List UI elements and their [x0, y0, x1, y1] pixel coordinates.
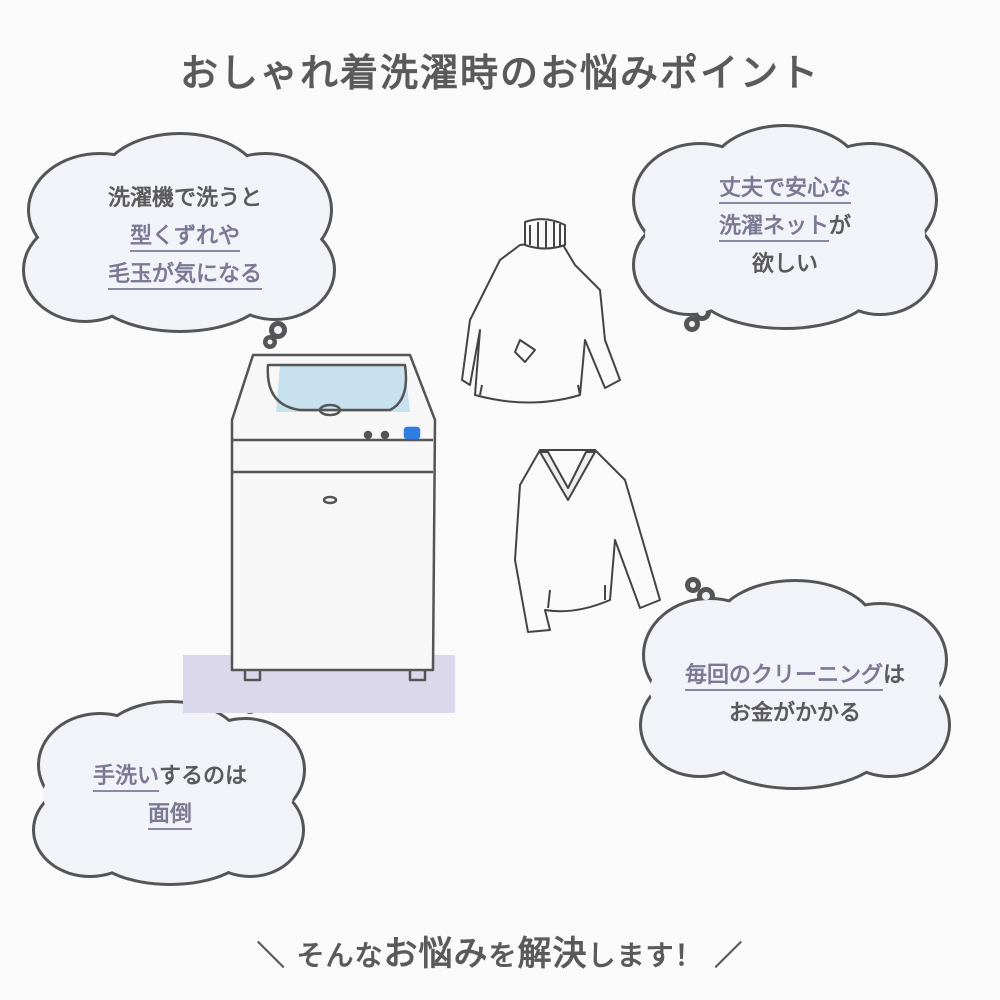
highlighted-text: 手洗い	[92, 764, 159, 792]
v-neck-sweater-illustration	[514, 449, 661, 633]
highlighted-text: 丈夫で安心な	[718, 176, 851, 204]
bubble-text: するのは	[159, 764, 248, 789]
bubble-top-right-text: 丈夫で安心な 洗濯ネットが 欲しい	[660, 170, 910, 284]
bubble-text-line: お金がかかる	[728, 701, 861, 726]
highlighted-text: 面倒	[147, 802, 192, 830]
cloud-top-left	[22, 132, 336, 349]
cloud-bottom-right	[639, 577, 951, 790]
washing-machine	[183, 353, 455, 713]
highlighted-text: 毎回のクリーニング	[684, 663, 883, 691]
highlighted-text: 型くずれや	[129, 224, 240, 252]
bubble-text: は	[883, 663, 906, 688]
power-button	[403, 426, 421, 440]
footer-message: ＼ そんなお悩みを解決します！ ／	[0, 926, 1000, 975]
bubble-text: が	[829, 214, 852, 239]
bubble-text-line: 欲しい	[751, 252, 818, 277]
footer-emphasis: お悩み	[383, 934, 489, 974]
highlighted-text: 洗濯ネット	[718, 214, 829, 242]
cloud-top-right	[632, 124, 938, 332]
bubble-text-line: 洗濯機で洗うと	[107, 186, 262, 211]
bubble-bottom-left-text: 手洗いするのは 面倒	[45, 758, 295, 834]
turtleneck-sweater-illustration	[461, 218, 621, 404]
footer-emphasis: 解決	[517, 934, 588, 974]
highlighted-text: 毛玉が気になる	[107, 262, 262, 290]
water	[276, 365, 410, 412]
footer-text: します！ ／	[587, 939, 744, 972]
bubble-top-left-text: 洗濯機で洗うと 型くずれや 毛玉が気になる	[60, 180, 310, 294]
footer-text: を	[488, 939, 518, 972]
bubble-bottom-right-text: 毎回のクリーニングは お金がかかる	[650, 657, 940, 733]
footer-text: ＼ そんな	[256, 939, 384, 972]
page-title: おしゃれ着洗濯時のお悩みポイント	[179, 51, 820, 95]
